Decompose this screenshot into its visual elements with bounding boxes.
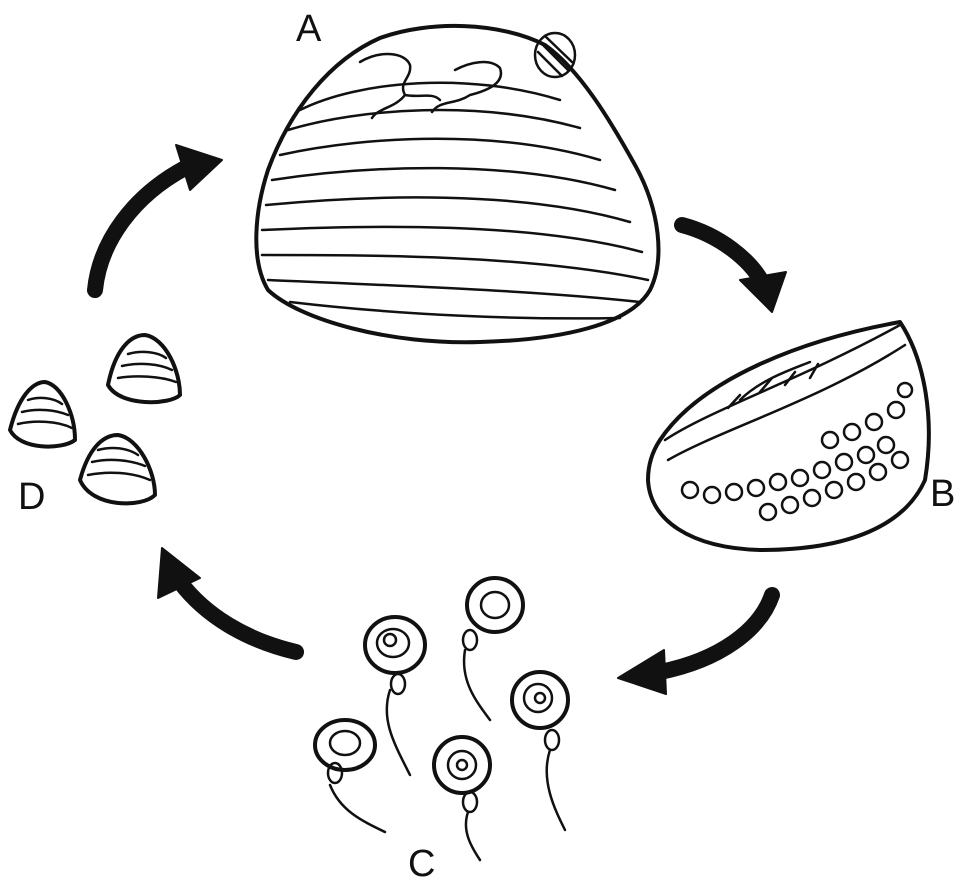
stage-label-c: C [408, 845, 435, 883]
arrow-c-to-d [158, 548, 296, 652]
arrow-a-to-b [682, 225, 786, 312]
arrow-d-to-a [95, 145, 222, 290]
juvenile-clam [80, 435, 155, 503]
larva [315, 720, 385, 832]
stage-label-b: B [930, 475, 955, 513]
adult-clam [256, 26, 658, 342]
larva [512, 672, 568, 830]
stage-label-a: A [296, 10, 321, 48]
juvenile-clam [108, 335, 180, 402]
eggs [682, 383, 912, 520]
larva [434, 737, 490, 860]
larvae [315, 578, 568, 860]
stage-label-d: D [18, 478, 45, 516]
arrow-b-to-c [618, 595, 772, 694]
juvenile-clam [10, 382, 75, 447]
gravid-clam [648, 322, 929, 550]
